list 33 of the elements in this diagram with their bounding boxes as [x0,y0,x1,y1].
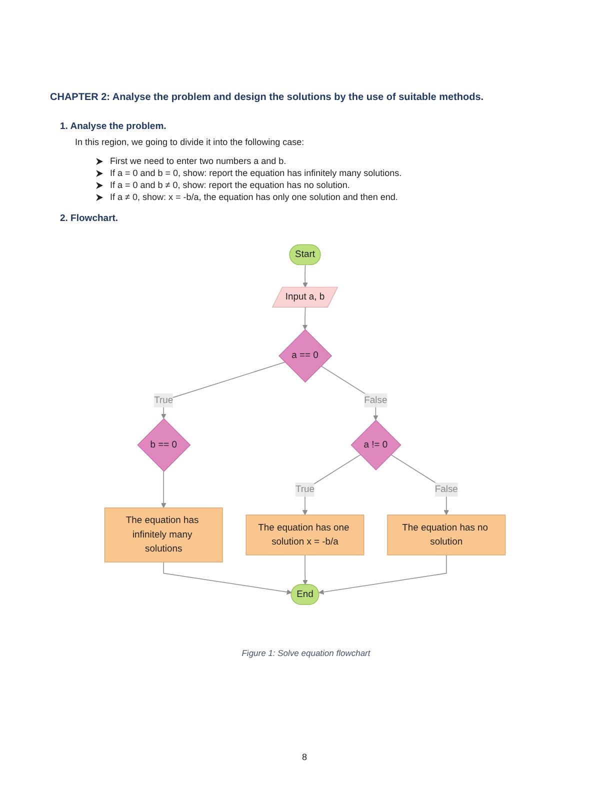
paragraph: In this region, we going to divide it into the following case: [75,137,304,147]
arrow [302,264,308,288]
list-item: If a = 0 and b ≠ 0, show: report the equation has no solution. [110,180,350,190]
arrow [318,554,447,595]
process-box: The equation has no solution [387,514,506,556]
arrow [161,470,166,508]
arrow [302,454,361,516]
section-heading: 2. Flowchart. [60,213,118,224]
edge-label: True [295,482,315,497]
decision-diamond: b == 0 [137,418,191,472]
section-heading: 1. Analyse the problem. [60,121,166,132]
edge-label: True [154,393,174,408]
edge-label: False [434,482,458,497]
process-box: The equation has infinitely many solutions [104,508,223,562]
list-item: First we need to enter two numbers a and b. [110,156,286,166]
arrow [390,454,449,516]
arrow [302,307,308,330]
process-box: The equation has one solution x = -b/a [246,514,364,556]
arrow [302,554,308,585]
figure-caption: Figure 1: Solve equation flowchart [240,648,372,658]
input-parallelogram: Input a, b [272,286,338,308]
chapter-heading: CHAPTER 2: Analyse the problem and design the solutions by the use of suitable methods. [50,92,484,103]
decision-diamond: a != 0 [350,420,402,470]
arrow [163,562,292,595]
page-number: 8 [302,752,308,762]
terminal-oval: End [290,584,320,605]
edge-label: False [364,393,388,408]
arrow [320,366,378,420]
list-item: If a ≠ 0, show: x = -b/a, the equation has only one solution and then end. [110,192,398,202]
terminal-oval: Start [289,244,321,266]
arrow [161,362,286,419]
decision-diamond: a == 0 [278,329,332,383]
list-item: If a = 0 and b = 0, show: report the equation has infinitely many solutions. [110,168,402,178]
